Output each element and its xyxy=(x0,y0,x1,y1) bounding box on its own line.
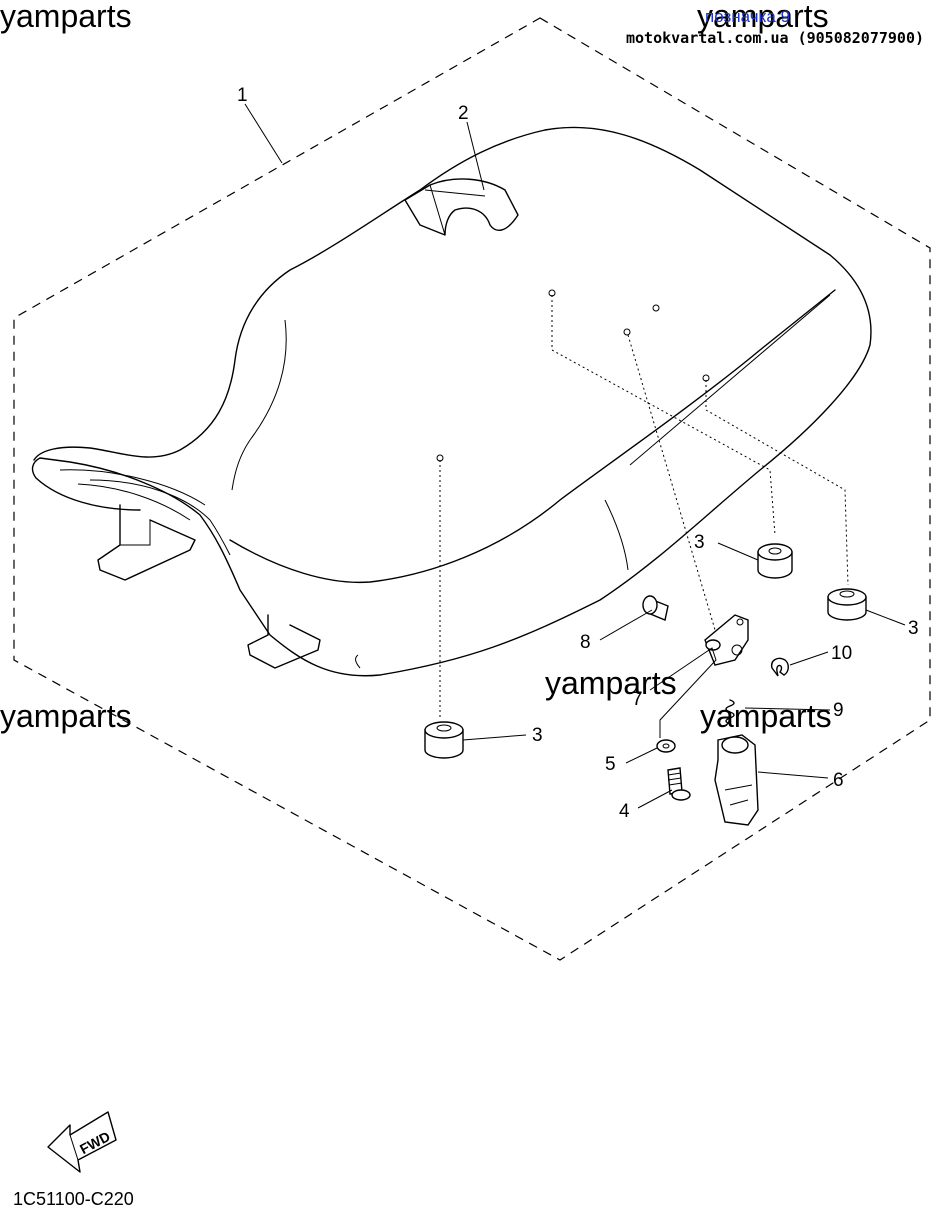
callout-1: 1 xyxy=(237,85,248,106)
assembly-boundary xyxy=(13,17,931,961)
callout-7: 7 xyxy=(632,689,643,710)
callout-3-upper: 3 xyxy=(694,532,705,553)
damper-3-right xyxy=(827,588,867,621)
callout-4: 4 xyxy=(619,801,630,822)
damper-3-right-upper xyxy=(757,543,793,579)
watermark-mid-right: yamparts xyxy=(700,698,832,734)
callout-3-right: 3 xyxy=(908,618,919,639)
fwd-label: FWD xyxy=(77,1128,113,1157)
site-label: motokvartal.com.ua (905082077900) xyxy=(626,29,924,47)
damper-3-bottom xyxy=(424,721,464,759)
lock-bracket-7 xyxy=(704,614,749,666)
fwd-arrow-icon: FWD xyxy=(47,1111,117,1173)
callout-5: 5 xyxy=(605,754,616,775)
watermark-top-right: yamparts xyxy=(697,0,829,34)
pin-8 xyxy=(642,595,669,621)
callout-3-bottom: 3 xyxy=(532,725,543,746)
blue-label: позначка 9 xyxy=(705,7,790,26)
callout-6: 6 xyxy=(833,770,844,791)
washer-5 xyxy=(656,739,676,753)
clip-10 xyxy=(771,657,789,677)
watermark-mid-left: yamparts xyxy=(0,698,132,734)
watermark-mid-center: yamparts xyxy=(545,665,677,701)
callout-9: 9 xyxy=(833,700,844,721)
spring-9 xyxy=(725,699,735,725)
callout-leaders xyxy=(244,103,906,809)
callout-8: 8 xyxy=(580,632,591,653)
callout-2: 2 xyxy=(458,103,469,124)
callout-10: 10 xyxy=(831,643,852,664)
diagram-code: 1C51100-C220 xyxy=(13,1189,134,1209)
hook-6 xyxy=(714,734,759,826)
dotted-leaders xyxy=(436,289,849,720)
screw-4 xyxy=(667,767,691,801)
watermark-top-left: yamparts xyxy=(0,0,132,34)
seat-assembly xyxy=(31,126,872,677)
